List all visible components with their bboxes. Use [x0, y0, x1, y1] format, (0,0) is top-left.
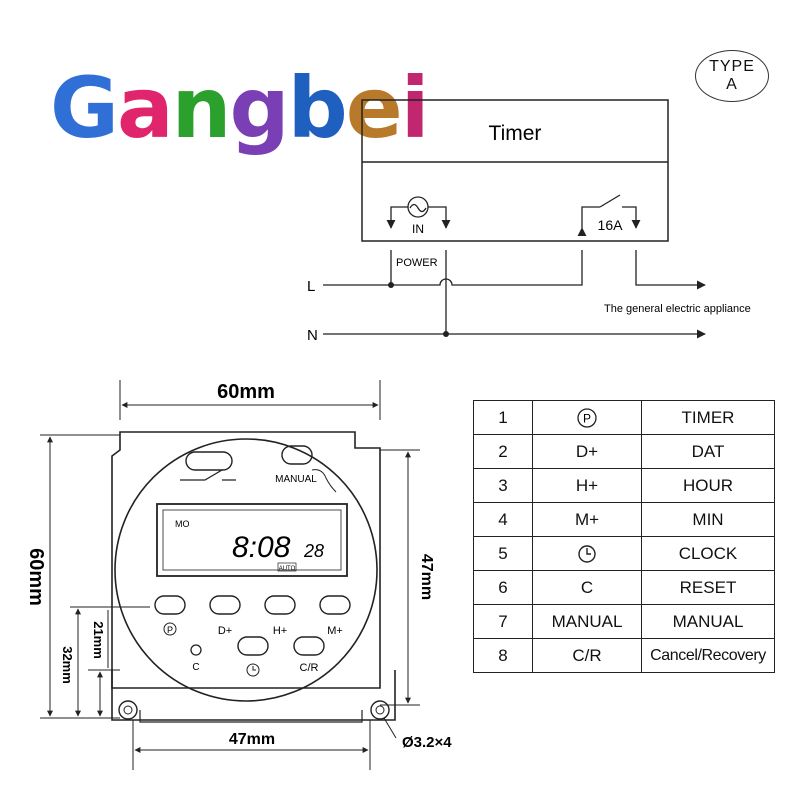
row-function: TIMER — [641, 400, 775, 435]
row-function: RESET — [641, 570, 775, 605]
mount-hole-left — [118, 700, 138, 720]
row-number: 7 — [473, 604, 533, 639]
circle-p-icon: P — [532, 400, 642, 435]
day-plus-button[interactable] — [209, 595, 241, 615]
in-label: IN — [412, 222, 424, 236]
row-number: 1 — [473, 400, 533, 435]
row-symbol: D+ — [532, 434, 642, 469]
lcd-auto: AUTO — [279, 566, 296, 572]
row-symbol: C — [532, 570, 642, 605]
wiring-diagram: Timer IN 16A POWER L The general electri… — [307, 99, 751, 344]
table-row: 1 P TIMER — [473, 400, 775, 435]
lcd-day: MO — [175, 519, 190, 529]
hour-plus-label: H+ — [273, 625, 287, 637]
table-row: 5 CLOCK — [473, 536, 775, 571]
timer-face — [114, 438, 378, 702]
type-badge: TYPE A — [695, 50, 769, 102]
row-symbol: MANUAL — [532, 604, 642, 639]
row-symbol: C/R — [532, 638, 642, 673]
row-symbol: H+ — [532, 468, 642, 503]
row-function: DAT — [641, 434, 775, 469]
row-number: 8 — [473, 638, 533, 673]
switch-indicator — [185, 451, 233, 471]
type-badge-line2: A — [726, 76, 738, 93]
type-badge-line1: TYPE — [709, 58, 755, 75]
appliance-label: The general electric appliance — [604, 303, 751, 315]
day-plus-label: D+ — [218, 625, 232, 637]
reset-label: C — [192, 662, 199, 673]
svg-text:P: P — [167, 625, 173, 635]
row-function: HOUR — [641, 468, 775, 503]
dimension-21mm: 21mm — [91, 621, 106, 659]
clock-button[interactable] — [237, 636, 269, 656]
row-function: Cancel/Recovery — [641, 638, 775, 673]
power-label: POWER — [396, 257, 438, 269]
relay-label: 16A — [598, 217, 624, 233]
device-drawing: 60mm 60mm 32mm 21mm 47mm 47mm Ø3.2×4 MAN… — [25, 380, 452, 770]
logo-letter: e — [345, 59, 403, 157]
min-plus-label: M+ — [327, 625, 343, 637]
row-number: 5 — [473, 536, 533, 571]
row-function: CLOCK — [641, 536, 775, 571]
row-function: MANUAL — [641, 604, 775, 639]
lcd-seconds: 28 — [303, 541, 324, 561]
dimension-32mm: 32mm — [60, 646, 75, 684]
ac-source-icon — [407, 196, 429, 218]
clock-icon — [246, 663, 260, 677]
logo-letter: G — [50, 59, 119, 157]
line-l-label: L — [307, 278, 315, 295]
relay-switch-icon — [577, 194, 641, 237]
logo-letter: g — [229, 59, 289, 157]
logo-letter: i — [400, 59, 430, 157]
circle-p-icon: P — [163, 622, 177, 636]
hole-dimension: Ø3.2×4 — [402, 734, 452, 751]
cancel-recovery-label: C/R — [300, 662, 319, 674]
timer-p-button[interactable] — [154, 595, 186, 615]
row-number: 2 — [473, 434, 533, 469]
row-number: 6 — [473, 570, 533, 605]
logo-letter: n — [171, 59, 232, 157]
timer-box — [361, 99, 669, 242]
lcd-display — [156, 503, 348, 577]
bottom-dimension: 47mm — [229, 731, 275, 748]
width-dimension: 60mm — [217, 381, 275, 403]
height-dimension: 60mm — [25, 548, 47, 606]
svg-text:P: P — [583, 411, 591, 425]
clock-icon — [532, 536, 642, 571]
timer-label: Timer — [489, 122, 542, 145]
row-number: 3 — [473, 468, 533, 503]
row-symbol: M+ — [532, 502, 642, 537]
manual-label: MANUAL — [275, 474, 317, 485]
row-function: MIN — [641, 502, 775, 537]
hour-plus-button[interactable] — [264, 595, 296, 615]
logo-letter: b — [287, 59, 348, 157]
row-number: 4 — [473, 502, 533, 537]
cancel-recovery-button[interactable] — [293, 636, 325, 656]
lcd-time: 8:08 — [232, 531, 291, 564]
min-plus-button[interactable] — [319, 595, 351, 615]
right-dimension: 47mm — [418, 554, 435, 600]
manual-button[interactable] — [281, 445, 313, 465]
reset-button[interactable] — [190, 644, 202, 656]
line-n-label: N — [307, 327, 318, 344]
hand-icon — [311, 469, 337, 493]
housing-outline — [111, 431, 381, 689]
logo-letter: a — [116, 59, 174, 157]
mount-hole-right — [370, 700, 390, 720]
